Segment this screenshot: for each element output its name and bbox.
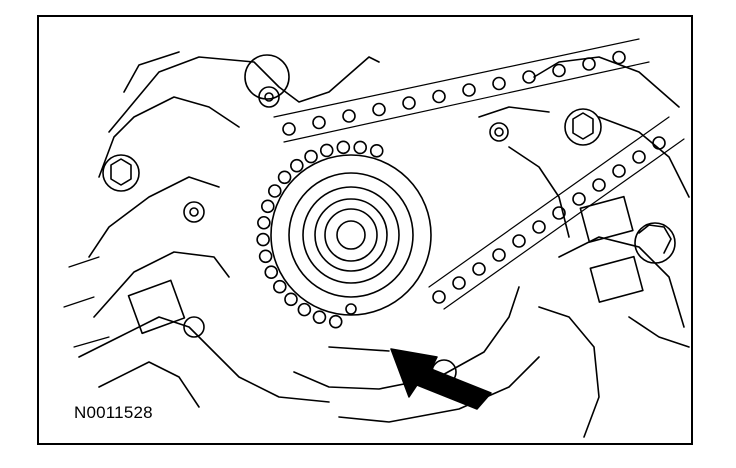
chain-strand-lower (428, 116, 685, 310)
chain-roller (319, 143, 334, 158)
chain-roller (472, 262, 486, 276)
chain-roller (257, 215, 271, 230)
chain-roller (532, 220, 546, 234)
chain-roller (372, 102, 386, 117)
chain-roller (402, 96, 416, 110)
chain-roller (256, 232, 270, 247)
engine-block-outline (63, 51, 690, 438)
chain-roller (260, 199, 275, 214)
chain-roller (582, 57, 596, 71)
chain-strand-upper (273, 38, 650, 143)
chain-roller (312, 115, 326, 130)
small-holes (183, 54, 509, 385)
chain-roller (258, 249, 273, 264)
chain-roller (304, 149, 318, 164)
chain-roller (552, 63, 566, 78)
bolt-left (102, 154, 140, 192)
chain-roller (522, 70, 536, 84)
chain-roller (612, 164, 626, 178)
chain-roller (282, 122, 296, 136)
chain-roller (432, 290, 446, 304)
chain-roller (297, 302, 312, 317)
chain-roller (336, 140, 351, 155)
chain-roller (612, 50, 626, 65)
chain-roller (267, 184, 282, 198)
crankshaft-sprocket (270, 154, 432, 316)
chain-roller (277, 170, 292, 185)
timing-chain (256, 38, 685, 329)
bolt-right-top (564, 108, 602, 146)
chain-roller (552, 206, 566, 220)
chain-roller (492, 76, 506, 91)
timing-chain-illustration (63, 38, 690, 438)
chain-roller (328, 314, 343, 329)
chain-roller (462, 83, 476, 97)
chain-roller (264, 265, 279, 279)
figure-id-label: N0011528 (74, 403, 153, 422)
figure-frame: N0011528 (37, 15, 693, 445)
chain-roller (572, 192, 586, 206)
chain-roller (592, 178, 606, 192)
chain-roller (369, 144, 384, 158)
chain-roller (342, 109, 356, 123)
chain-roller (284, 292, 298, 307)
chain-roller (512, 234, 526, 248)
chain-roller (492, 248, 506, 262)
chain-roller (290, 158, 304, 173)
chain-roller (652, 136, 666, 150)
chain-roller (312, 310, 327, 324)
chain-roller (632, 150, 646, 164)
chain-roller (432, 89, 446, 104)
bolt-right-bottom (634, 222, 676, 264)
chain-roller (273, 279, 287, 294)
chain-roller (452, 276, 466, 290)
chain-roller (353, 140, 367, 155)
pointer-arrow (328, 346, 492, 410)
